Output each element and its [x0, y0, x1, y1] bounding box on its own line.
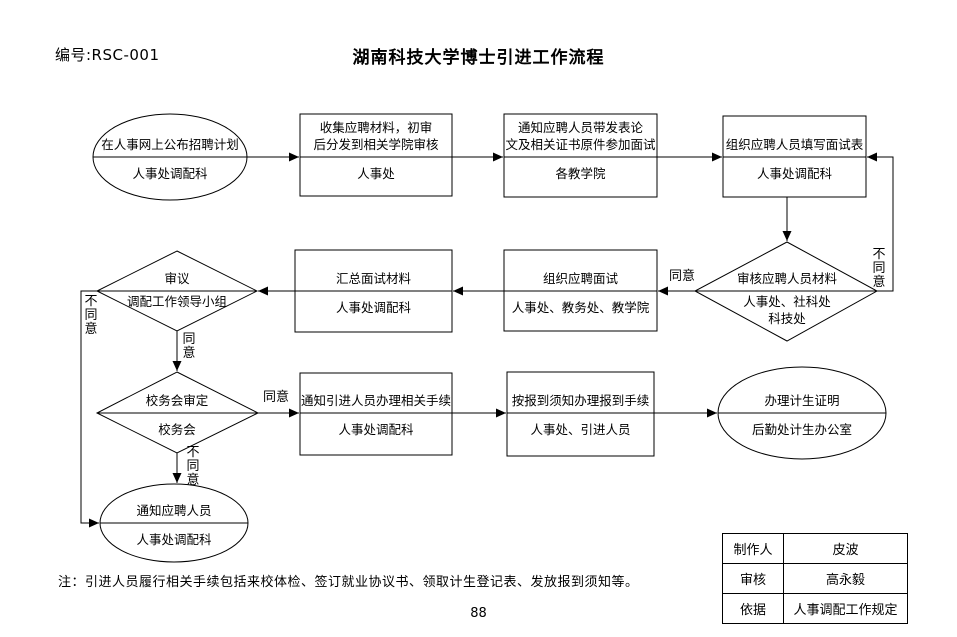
label-disagree-leader: 不同意	[84, 294, 98, 337]
node-notify-applicant-dept: 人事处调配科	[136, 532, 212, 547]
node-school-council-action: 校务会审定	[145, 393, 209, 408]
info-table: 制作人 皮波 审核 高永毅 依据 人事调配工作规定	[722, 533, 908, 624]
info-table-value: 皮波	[783, 533, 908, 564]
label-disagree-council: 不同意	[186, 445, 200, 488]
node-notify-procedure-shape	[299, 372, 453, 456]
dept-line: 科技处	[768, 311, 806, 326]
node-collect-action: 收集应聘材料，初审 后分发到相关学院审核	[300, 114, 452, 157]
info-table-value: 人事调配工作规定	[783, 593, 908, 624]
info-table-label: 制作人	[722, 533, 784, 564]
connector-review-disagree-loop	[867, 152, 894, 292]
node-summarize-dept: 人事处调配科	[335, 300, 411, 315]
node-collect-shape	[299, 113, 453, 197]
node-register-action: 按报到须知办理报到手续	[511, 393, 650, 408]
node-school-council-dept: 校务会	[158, 422, 196, 437]
node-fill-form-action: 组织应聘人员填写面试表	[725, 137, 864, 152]
node-notify-applicant-action: 通知应聘人员	[136, 503, 212, 518]
info-table-value: 高永毅	[783, 563, 908, 594]
action-line: 文及相关证书原件参加面试	[505, 137, 656, 152]
node-leader-review-dept: 调配工作领导小组	[126, 294, 227, 309]
label-disagree-review: 不同意	[872, 247, 886, 290]
info-table-label: 审核	[722, 563, 784, 594]
node-birth-cert-action: 办理计生证明	[764, 393, 840, 408]
label-agree-leader: 同意	[182, 332, 196, 361]
node-register-shape	[506, 371, 655, 457]
node-register-dept: 人事处、引进人员	[530, 422, 631, 437]
page-title: 湖南科技大学博士引进工作流程	[352, 48, 605, 68]
dept-line: 人事处、社科处	[743, 294, 831, 309]
node-organize-interview-dept: 人事处、教务处、教学院	[511, 300, 650, 315]
info-table-row: 依据 人事调配工作规定	[722, 593, 908, 624]
node-collect-dept: 人事处	[357, 166, 395, 181]
page-number: 88	[470, 606, 487, 621]
node-notify-interview-action: 通知应聘人员带发表论 文及相关证书原件参加面试	[504, 114, 657, 157]
node-publish-action: 在人事网上公布招聘计划	[101, 137, 239, 152]
info-table-row: 审核 高永毅	[722, 563, 908, 594]
node-publish-dept: 人事处调配科	[132, 166, 208, 181]
node-review-materials-action: 审核应聘人员材料	[736, 271, 837, 286]
label-agree-review: 同意	[668, 269, 695, 284]
action-line: 后分发到相关学院审核	[313, 137, 439, 152]
action-line: 通知应聘人员带发表论	[517, 120, 643, 135]
doc-number: 编号:RSC-001	[55, 46, 160, 64]
action-line: 收集应聘材料，初审	[319, 120, 433, 135]
node-notify-interview-dept: 各教学院	[555, 166, 606, 181]
label-agree-council: 同意	[262, 390, 289, 405]
node-fill-form-dept: 人事处调配科	[756, 166, 832, 181]
node-summarize-action: 汇总面试材料	[335, 271, 411, 286]
info-table-label: 依据	[722, 593, 784, 624]
node-birth-cert-dept: 后勤处计生办公室	[751, 422, 852, 437]
node-notify-procedure-dept: 人事处调配科	[338, 422, 414, 437]
info-table-row: 制作人 皮波	[722, 533, 908, 564]
connector-leader-disagree-loop	[80, 290, 99, 528]
footnote: 注：引进人员履行相关手续包括来校体检、签订就业协议书、领取计生登记表、发放报到须…	[58, 575, 639, 590]
node-organize-interview-action: 组织应聘面试	[542, 271, 618, 286]
node-notify-procedure-action: 通知引进人员办理相关手续	[300, 393, 451, 408]
node-notify-interview-shape	[503, 113, 658, 198]
node-review-materials-shape	[693, 241, 879, 342]
node-review-materials-dept: 人事处、社科处 科技处	[707, 291, 867, 339]
node-leader-review-action: 审议	[164, 271, 190, 286]
